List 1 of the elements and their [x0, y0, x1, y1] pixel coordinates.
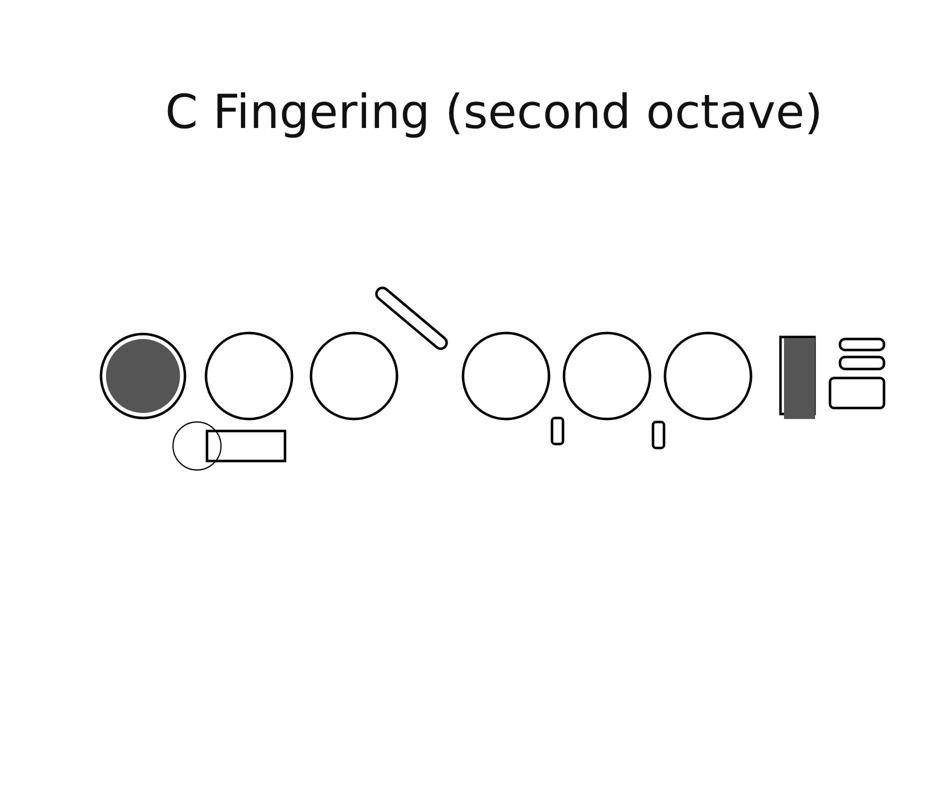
diagram-title: C Fingering (second octave): [165, 85, 823, 140]
